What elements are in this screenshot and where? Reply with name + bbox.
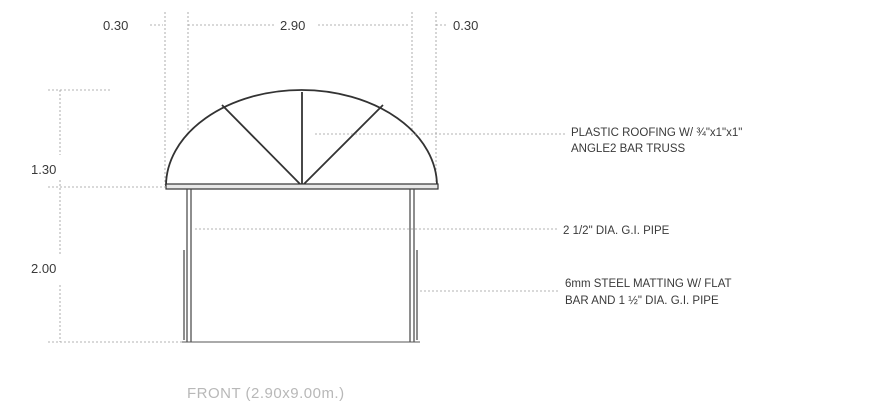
dimension-span: 2.90 (280, 18, 305, 33)
dimension-wall-height: 2.00 (31, 261, 56, 276)
dimension-right-overhang: 0.30 (453, 18, 478, 33)
leader-lines (195, 133, 565, 292)
left-dimension-lines (48, 89, 185, 343)
right-column (409, 189, 418, 342)
note-matting-line2: BAR AND 1 ½" DIA. G.I. PIPE (565, 295, 719, 307)
note-matting-line1: 6mm STEEL MATTING W/ FLAT (565, 278, 732, 290)
dimension-left-overhang: 0.30 (103, 18, 128, 33)
roof-deck (165, 183, 439, 190)
note-roofing-line1: PLASTIC ROOFING W/ ¾"x1"x1" (571, 127, 742, 139)
left-column (183, 189, 192, 342)
dimension-roof-height: 1.30 (31, 162, 56, 177)
note-roofing-line2: ANGLE2 BAR TRUSS (571, 143, 686, 155)
top-dimension-lines (150, 12, 448, 185)
roof-truss (165, 89, 438, 187)
drawing-caption: FRONT (2.90x9.00m.) (187, 385, 345, 402)
note-pipe: 2 1/2" DIA. G.I. PIPE (563, 225, 670, 237)
